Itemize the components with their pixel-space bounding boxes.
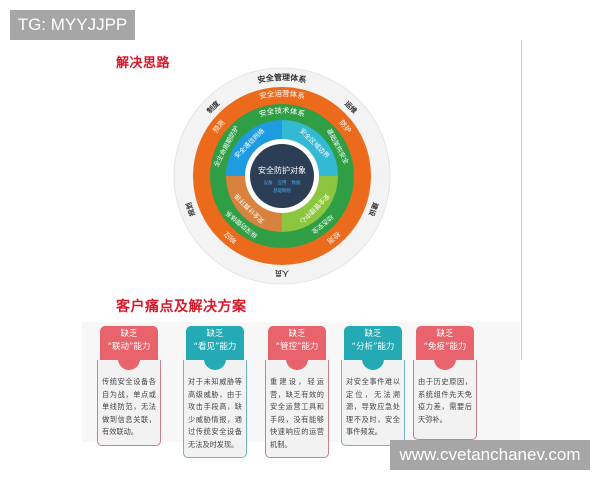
- card-body: 对安全事件难以定位，无法溯源，导致应急处理不及时，安全事件频发。: [341, 360, 405, 446]
- card-header-line2: “管控”能力: [275, 342, 319, 352]
- label-personnel: 人员: [275, 269, 289, 278]
- center-sub-data: 数据: [292, 179, 301, 186]
- pain-card-linkage: 缺乏 “联动”能力 传统安全设备各自为战，单点或单线防范，无法做到信息关联，有效…: [90, 326, 168, 446]
- pain-card-analysis: 缺乏 “分析”能力 对安全事件难以定位，无法溯源，导致应急处理不及时，安全事件频…: [334, 326, 412, 446]
- watermark: www.cvetanchanev.com: [390, 440, 590, 470]
- card-header-line1: 缺乏: [288, 329, 306, 339]
- label-operations-system: 安全运营体系: [258, 88, 307, 101]
- card-body: 传统安全设备各自为战，单点或单线防范，无法做到信息关联，有效联动。: [97, 360, 161, 446]
- section-title-pain-points: 客户痛点及解决方案: [116, 299, 247, 315]
- card-body: 由于历史原因，系统组件先天免疫力差，需要后天弥补。: [413, 360, 477, 440]
- card-header: 缺乏 “免疫”能力: [416, 326, 474, 360]
- center-sub-app: 应用: [278, 179, 287, 186]
- center-protection-target: [250, 144, 314, 208]
- pain-card-visibility: 缺乏 “看见”能力 对于未知威胁等高级威胁，由于攻击手段高，缺少威胁情报，通过传…: [176, 326, 254, 458]
- card-header-line1: 缺乏: [364, 329, 382, 339]
- section-title-solution: 解决思路: [116, 56, 171, 71]
- card-header: 缺乏 “看见”能力: [186, 326, 244, 360]
- security-ring-diagram: 安全管理体系 制度 运维 规划 建设 人员 安全运营体系 预测 防护 响应 检测…: [173, 67, 391, 285]
- pain-card-immunity: 缺乏 “免疫”能力 由于历史原因，系统组件先天免疫力差，需要后天弥补。: [406, 326, 484, 440]
- card-header-line1: 缺乏: [436, 329, 454, 339]
- card-header-line1: 缺乏: [206, 329, 224, 339]
- tg-badge: TG: MYYJJPP: [10, 10, 135, 40]
- divider: [521, 40, 522, 360]
- center-sub-network: 基础网络: [273, 187, 291, 194]
- card-header: 缺乏 “联动”能力: [100, 326, 158, 360]
- card-header-line2: “免疫”能力: [423, 342, 467, 352]
- svg-text:安全技术体系: 安全技术体系: [258, 105, 307, 119]
- label-tech-system: 安全技术体系: [258, 105, 307, 119]
- card-header: 缺乏 “管控”能力: [268, 326, 326, 360]
- card-body: 重建设，轻运营，缺乏有效的安全运营工具和手段，没有能够快速响应的运营机制。: [265, 360, 329, 458]
- card-header: 缺乏 “分析”能力: [344, 326, 402, 360]
- center-sub-device: 设备: [264, 179, 273, 186]
- card-header-line2: “联动”能力: [107, 342, 151, 352]
- card-header-line2: “分析”能力: [351, 342, 395, 352]
- svg-text:安全管理体系: 安全管理体系: [257, 72, 308, 85]
- center-title: 安全防护对象: [258, 165, 306, 175]
- svg-text:安全运营体系: 安全运营体系: [258, 88, 307, 101]
- pain-card-control: 缺乏 “管控”能力 重建设，轻运营，缺乏有效的安全运营工具和手段，没有能够快速响…: [258, 326, 336, 458]
- card-header-line1: 缺乏: [120, 329, 138, 339]
- card-body: 对于未知威胁等高级威胁，由于攻击手段高，缺少威胁情报，通过传统安全设备无法及时发…: [183, 360, 247, 458]
- label-management-system: 安全管理体系: [257, 72, 308, 85]
- card-header-line2: “看见”能力: [193, 342, 237, 352]
